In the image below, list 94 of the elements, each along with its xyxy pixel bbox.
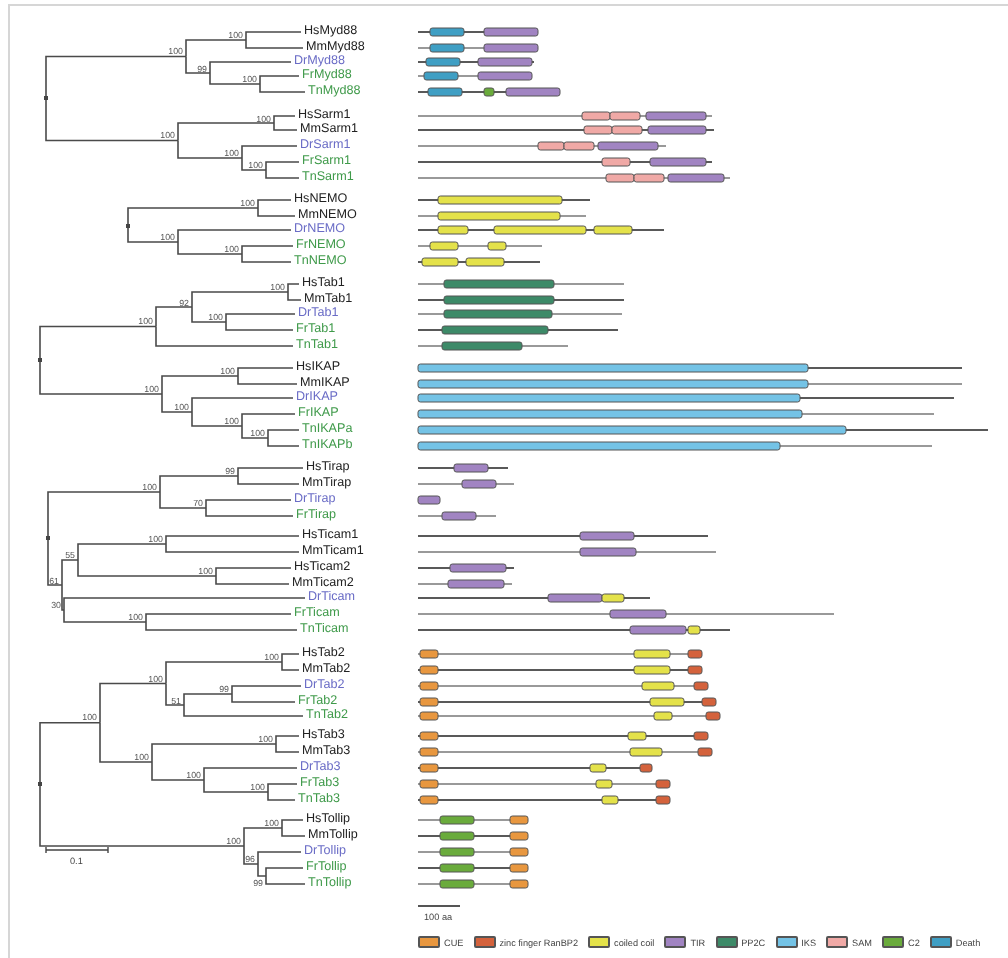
- tree-branch: [127, 207, 259, 226]
- tree-branch: [237, 475, 300, 485]
- tree-branch: [237, 367, 294, 377]
- tree-branch: [259, 75, 300, 85]
- tree-branch: [61, 584, 65, 611]
- tree-branch: [39, 721, 101, 786]
- tree-branch: [237, 467, 304, 477]
- tree-branch: [267, 783, 298, 793]
- tree-branch: [287, 291, 302, 301]
- tree-branch: [215, 567, 292, 577]
- tree-branch: [281, 653, 300, 663]
- tree-branch: [231, 685, 302, 695]
- tree-branch: [151, 761, 205, 781]
- tree-branch: [241, 145, 298, 159]
- tree-branch: [265, 161, 300, 171]
- tree-branch: [241, 245, 294, 255]
- tree-branch: [245, 31, 302, 41]
- tree-branch: [165, 661, 283, 685]
- tree-branch: [267, 791, 296, 801]
- tree-branch: [183, 693, 233, 706]
- tree-branch: [185, 55, 211, 74]
- tree-branch: [165, 682, 185, 706]
- tree-branch: [241, 253, 292, 263]
- tree-branch: [47, 537, 63, 586]
- tree-branch: [45, 97, 179, 142]
- tree-branch: [39, 359, 163, 395]
- tree-branch: [243, 845, 259, 865]
- tree-branch: [185, 39, 247, 58]
- tree-branch: [203, 779, 269, 793]
- tree-branch: [273, 115, 296, 124]
- tree-branch: [215, 575, 290, 585]
- tree-branch: [191, 306, 227, 323]
- tree-branch: [275, 735, 300, 745]
- tree-branch: [265, 875, 306, 885]
- tree-branch: [177, 241, 243, 255]
- tree-branch: [241, 413, 296, 427]
- tree-branch: [281, 661, 300, 671]
- tree-branch: [177, 122, 275, 142]
- tree-branch: [191, 411, 243, 427]
- tree-branch: [161, 393, 193, 413]
- tree-branch: [77, 543, 167, 561]
- tree-branch: [205, 499, 292, 509]
- tree-branch: [45, 55, 187, 100]
- tree-branch: [151, 743, 277, 763]
- tree-branch: [231, 693, 296, 703]
- tree-branch: [241, 425, 269, 439]
- tree-branch: [177, 139, 243, 159]
- tree-branch: [165, 535, 300, 545]
- tree-branch: [39, 783, 245, 847]
- tree-branch: [241, 157, 267, 171]
- tree-branch: [191, 397, 294, 413]
- tree-branch: [61, 559, 79, 586]
- tree-branch: [267, 429, 300, 439]
- tree-branch: [99, 682, 167, 724]
- tree-branch: [159, 491, 207, 509]
- tree-branch: [243, 827, 283, 847]
- tree-branch: [265, 867, 304, 877]
- tree-branch: [237, 375, 298, 385]
- tree-branch: [77, 559, 217, 577]
- tree-branch: [159, 475, 239, 493]
- tree-branch: [127, 224, 179, 243]
- tree-branch: [265, 169, 300, 179]
- tree-branch: [245, 39, 304, 49]
- tree-branch: [155, 325, 294, 347]
- tree-branch: [99, 721, 153, 763]
- tree-branch: [205, 507, 294, 517]
- tree-branch: [273, 122, 298, 131]
- tree-branch: [209, 72, 261, 85]
- tree-branch: [165, 543, 300, 553]
- tree-branch: [259, 83, 306, 93]
- tree-branch: [257, 863, 267, 877]
- tree-branch: [145, 613, 292, 623]
- tree-branch: [281, 819, 304, 829]
- tree-branch: [225, 313, 296, 323]
- tree-branch: [203, 767, 298, 781]
- tree-branch: [183, 704, 304, 717]
- tree-branch: [63, 597, 306, 611]
- tree-branch: [257, 207, 296, 217]
- tree-branch: [39, 325, 157, 362]
- tree-branch: [177, 229, 292, 243]
- tree-branch: [257, 199, 292, 209]
- tree-branch: [63, 609, 147, 623]
- tree-branch: [145, 621, 298, 631]
- tree-branch: [267, 437, 300, 447]
- tree-branch: [209, 61, 292, 74]
- tree-branch: [47, 491, 161, 540]
- tree-branch: [257, 851, 302, 865]
- tree-branch: [161, 375, 239, 395]
- tree-branch: [225, 321, 294, 331]
- tree-branch: [287, 283, 300, 293]
- tree-branch: [191, 291, 289, 308]
- tree-branch: [281, 827, 306, 837]
- tree-branch: [275, 743, 300, 753]
- tree-branch: [155, 306, 193, 328]
